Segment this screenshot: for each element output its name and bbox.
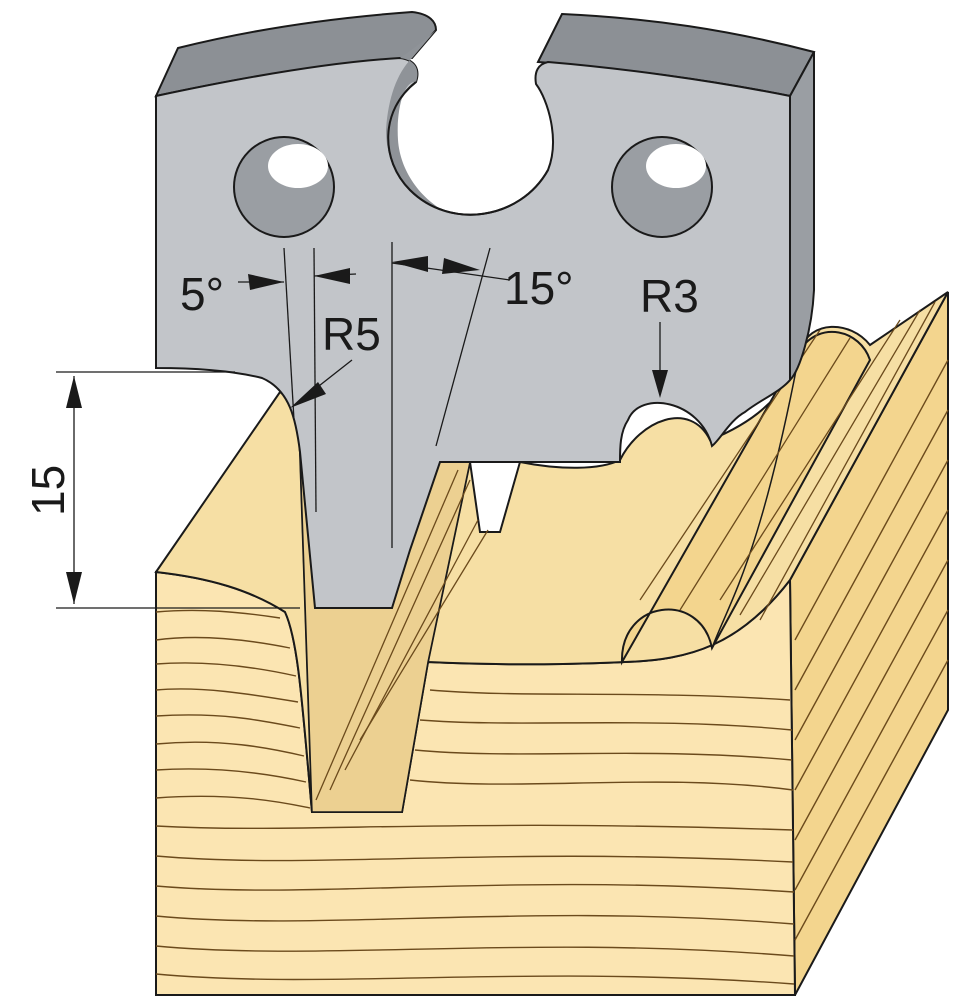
wood-grain-side bbox=[794, 359, 949, 941]
wood-top-surface bbox=[154, 291, 949, 813]
blade-side-thickness bbox=[789, 51, 815, 383]
blade-slot-edge bbox=[387, 81, 549, 216]
blade-slot-shadow bbox=[386, 30, 450, 214]
wood-block bbox=[154, 291, 949, 996]
label-depth-15: 15 bbox=[22, 465, 74, 516]
label-angle-15: 15° bbox=[504, 262, 574, 314]
wood-grain-top bbox=[315, 301, 936, 801]
wood-grain-front bbox=[155, 609, 795, 985]
label-radius-r3: R3 bbox=[640, 270, 699, 322]
mounting-hole-right bbox=[611, 136, 713, 238]
dimension-arrows bbox=[66, 256, 668, 604]
dimension-lines bbox=[56, 242, 491, 609]
label-radius-r5: R5 bbox=[322, 308, 381, 360]
mounting-hole-left bbox=[233, 136, 335, 238]
profile-knife-blade bbox=[154, 10, 816, 609]
bead-ridge bbox=[711, 349, 801, 649]
label-angle-5: 5° bbox=[180, 268, 224, 320]
dimension-labels: 5° 15° R5 R3 15 bbox=[22, 262, 699, 516]
